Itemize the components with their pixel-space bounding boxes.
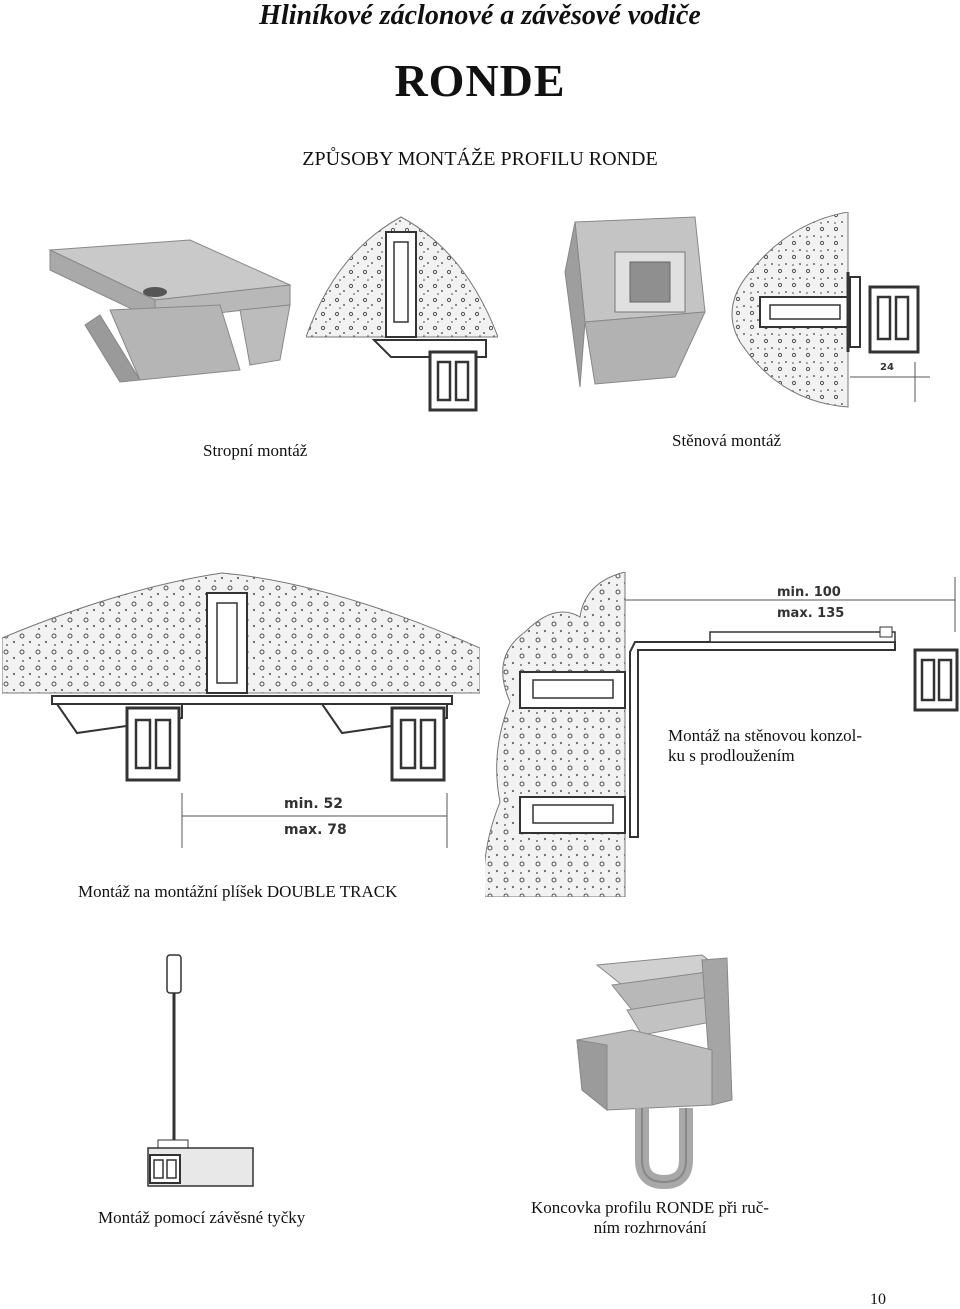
caption-wall-bracket-line1: Montáž na stěnovou konzol- xyxy=(668,726,863,745)
bracket-max-label: max. 135 xyxy=(777,606,844,621)
caption-ceiling-mount: Stropní montáž xyxy=(203,441,308,460)
caption-end-cap: Koncovka profilu RONDE při ruč- ním rozh… xyxy=(500,1198,800,1238)
document-title: Hliníkové záclonové a závěsové vodiče xyxy=(259,0,701,31)
wall-bracket-illustration xyxy=(564,216,706,388)
double-track-mount-drawing: min. 52 max. 78 xyxy=(2,572,480,848)
page-number: 10 xyxy=(870,1291,886,1308)
wall-bracket-extension-drawing: min. 100 max. 135 xyxy=(485,572,959,897)
product-name: RONDE xyxy=(394,55,566,106)
bracket-min-label: min. 100 xyxy=(777,585,841,600)
caption-hanging-rod: Montáž pomocí závěsné tyčky xyxy=(98,1208,306,1227)
hanging-rod-drawing xyxy=(147,954,254,1187)
end-cap-illustration xyxy=(576,954,733,1190)
caption-wall-bracket-line2: ku s prodloužením xyxy=(668,746,795,765)
section-subtitle: ZPŮSOBY MONTÁŽE PROFILU RONDE xyxy=(302,148,658,170)
wall-mount-section-drawing: 24 xyxy=(731,212,930,408)
caption-wall-mount: Stěnová montáž xyxy=(672,431,782,450)
ceiling-bracket-illustration xyxy=(48,239,292,383)
caption-double-track: Montáž na montážní plíšek DOUBLE TRACK xyxy=(78,882,398,901)
caption-end-cap-line2: ním rozhrnování xyxy=(593,1218,707,1237)
double-track-min-label: min. 52 xyxy=(284,796,343,812)
wall-dimension-label: 24 xyxy=(880,362,894,373)
caption-end-cap-line1: Koncovka profilu RONDE při ruč- xyxy=(531,1198,769,1217)
ceiling-mount-section-drawing xyxy=(306,216,498,412)
double-track-max-label: max. 78 xyxy=(284,822,347,838)
caption-wall-bracket-extension: Montáž na stěnovou konzol- ku s prodlouž… xyxy=(668,726,863,766)
